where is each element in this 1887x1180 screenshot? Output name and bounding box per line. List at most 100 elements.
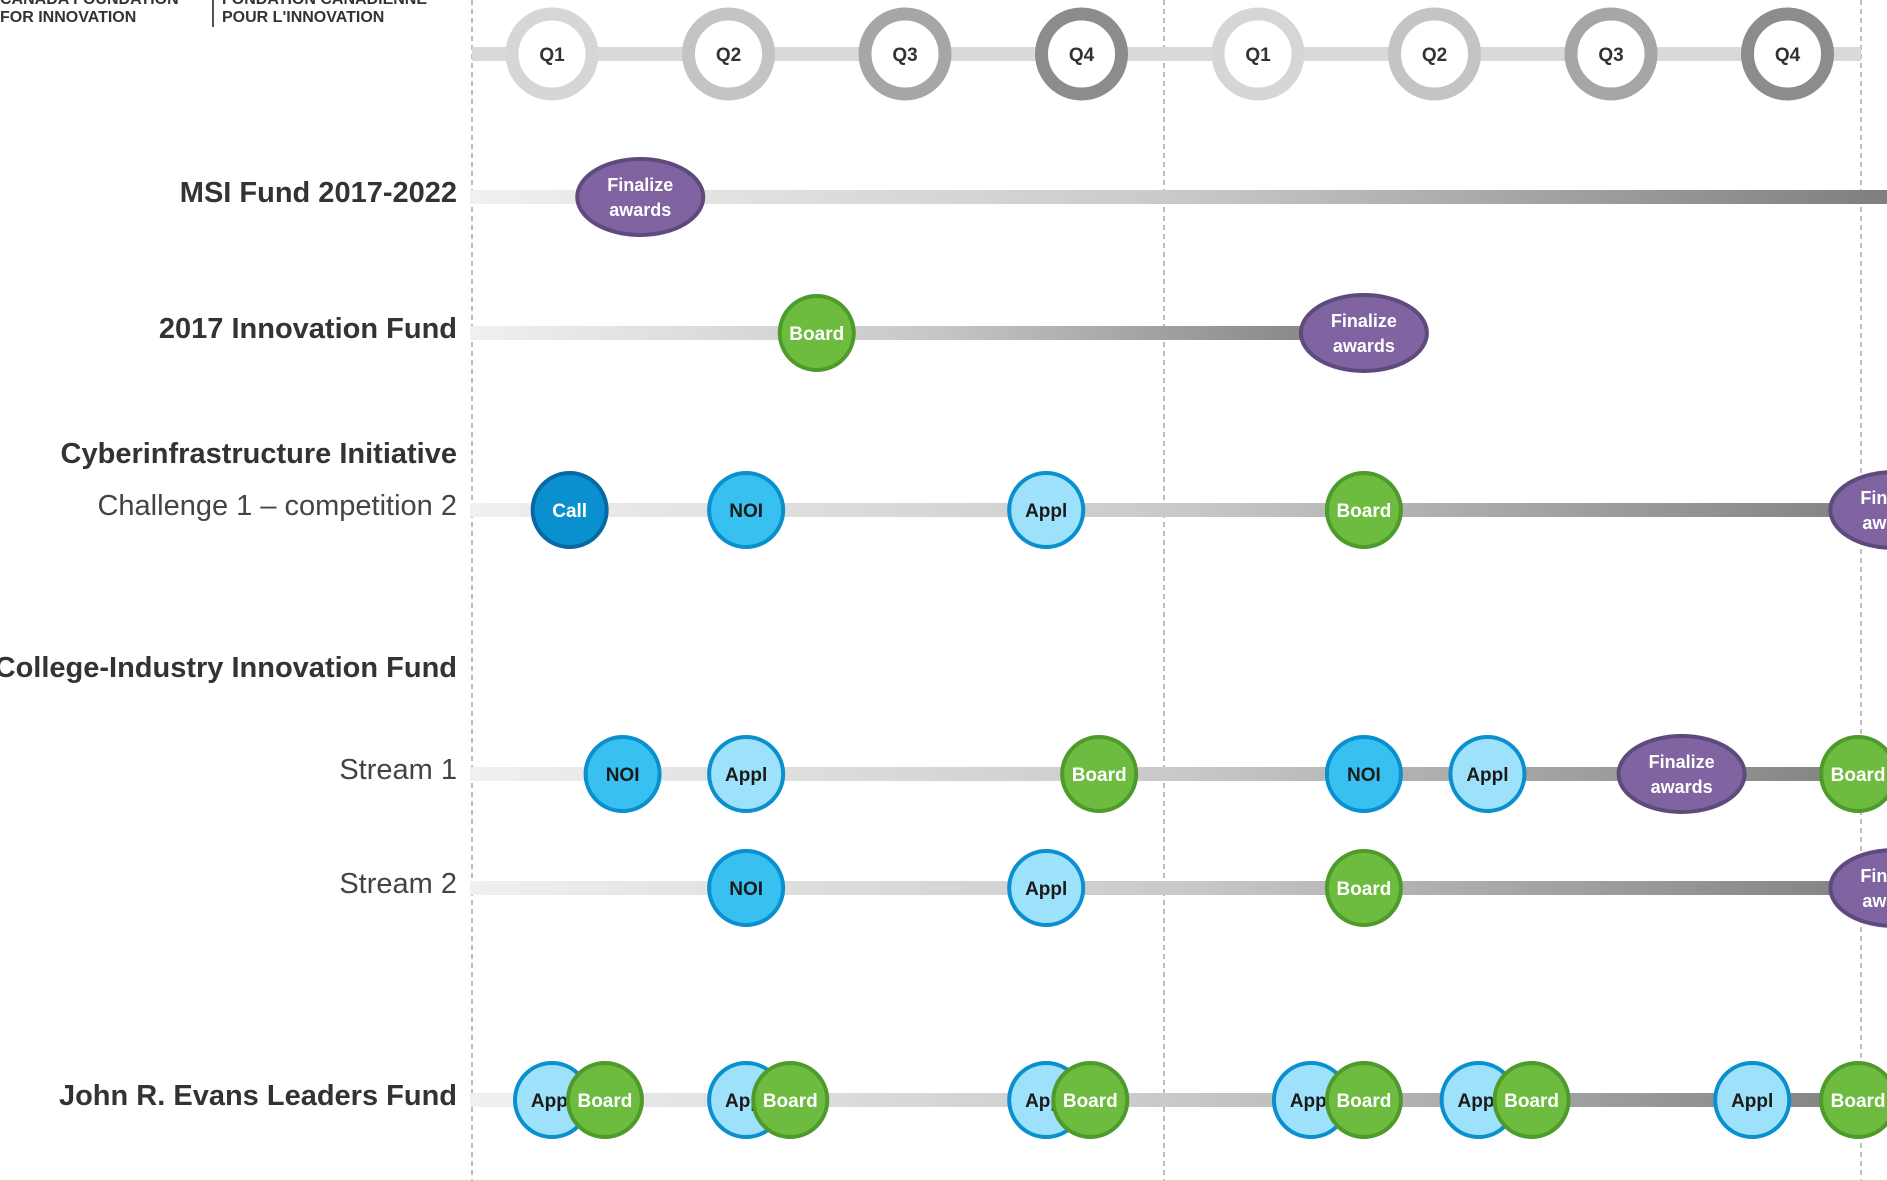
- event-appl: Appl: [1713, 1061, 1792, 1139]
- event-label: Finalize: [1649, 752, 1715, 772]
- event-board: Board: [751, 1061, 830, 1139]
- finalize-shape: [1616, 734, 1747, 814]
- quarter-label: Q3: [892, 45, 917, 66]
- board-shape: [1051, 1061, 1130, 1139]
- noi-shape: [583, 735, 662, 813]
- event-label: Board: [1063, 1091, 1118, 1112]
- board-shape: [1060, 735, 1139, 813]
- event-board: Board: [1819, 735, 1887, 813]
- appl-shape: [1007, 471, 1086, 549]
- quarter-label: Q4: [1775, 45, 1801, 66]
- event-label: Finalize: [1860, 866, 1887, 886]
- event-label: NOI: [1347, 765, 1381, 786]
- logo-text-en: CANADA FOUNDATION FOR INNOVATION: [0, 0, 179, 26]
- event-board: Board: [1324, 1061, 1403, 1139]
- event-board: Board: [777, 294, 856, 372]
- quarter-marker: [1388, 7, 1481, 101]
- event-label: Finalize: [607, 175, 673, 195]
- event-board: Board: [1819, 1061, 1887, 1139]
- event-label: Appl: [1458, 1091, 1500, 1112]
- event-board: Board: [1324, 849, 1403, 927]
- event-label: Appl: [1731, 1091, 1773, 1112]
- event-noi: NOI: [707, 471, 786, 549]
- event-label: Finalize: [1331, 311, 1397, 331]
- row-label-inno2017: 2017 Innovation Fund: [158, 313, 457, 345]
- event-appl: Appl: [1448, 735, 1527, 813]
- quarter-label: Q2: [1422, 45, 1447, 66]
- event-label: Board: [1336, 501, 1391, 522]
- event-label: NOI: [606, 765, 640, 786]
- row-label-stream2: Stream 2: [339, 868, 457, 900]
- appl-shape: [1713, 1061, 1792, 1139]
- event-finalize: Finalize awards: [1298, 293, 1429, 373]
- board-shape: [751, 1061, 830, 1139]
- quarter-marker: [682, 7, 775, 101]
- row-label-cyber: Challenge 1 – competition 2: [97, 490, 457, 522]
- board-shape: [1819, 1061, 1887, 1139]
- finalize-shape: [1298, 293, 1429, 373]
- row-heading-cyber: Cyberinfrastructure Initiative: [60, 438, 457, 470]
- track-stream1: [470, 767, 1887, 781]
- appl-shape: [707, 735, 786, 813]
- event-board: Board: [1324, 471, 1403, 549]
- quarter-marker: [1741, 7, 1834, 101]
- quarter-label: Q2: [716, 45, 741, 66]
- row-label-msi: MSI Fund 2017-2022: [179, 177, 457, 209]
- event-label: Board: [763, 1091, 818, 1112]
- board-shape: [777, 294, 856, 372]
- noi-shape: [707, 849, 786, 927]
- quarter-marker: [1564, 7, 1658, 101]
- event-label: NOI: [729, 879, 763, 900]
- track-cyber: [470, 503, 1887, 517]
- event-board: Board: [1492, 1061, 1571, 1139]
- quarter-label: Q1: [539, 45, 565, 66]
- event-label: Appl: [1466, 765, 1508, 786]
- quarter-label: Q4: [1069, 45, 1095, 66]
- event-label: Board: [1336, 1091, 1391, 1112]
- quarter-marker: [1211, 7, 1305, 101]
- quarter-marker: [858, 7, 952, 101]
- event-board: Board: [565, 1061, 644, 1139]
- event-label: Appl: [1025, 501, 1067, 522]
- event-label: Appl: [1025, 879, 1067, 900]
- event-noi: NOI: [1324, 735, 1403, 813]
- finalize-shape: [1828, 470, 1887, 550]
- event-label: awards: [1651, 777, 1713, 797]
- track-inno2017: [470, 326, 1364, 340]
- event-finalize: Finalize awards: [1616, 734, 1747, 814]
- event-appl: Appl: [707, 735, 786, 813]
- call-shape: [530, 471, 609, 549]
- event-board: Board: [1051, 1061, 1130, 1139]
- event-call: Call: [530, 471, 609, 549]
- board-shape: [1324, 1061, 1403, 1139]
- event-label: Appl: [531, 1091, 573, 1112]
- appl-shape: [1007, 849, 1086, 927]
- quarter-label: Q3: [1598, 45, 1623, 66]
- quarter-marker: [505, 7, 599, 101]
- event-label: Board: [1072, 765, 1127, 786]
- event-noi: NOI: [583, 735, 662, 813]
- row-label-jelf: John R. Evans Leaders Fund: [58, 1080, 457, 1112]
- event-label: Board: [1336, 879, 1391, 900]
- event-appl: Appl: [1007, 849, 1086, 927]
- track-jelf: [470, 1093, 1887, 1107]
- track-msi: [470, 190, 1887, 204]
- quarter-track: [472, 47, 1861, 61]
- appl-shape: [1448, 735, 1527, 813]
- event-label: Board: [1831, 765, 1886, 786]
- board-shape: [1492, 1061, 1571, 1139]
- quarter-label: Q1: [1245, 45, 1271, 66]
- event-label: Board: [1831, 1091, 1886, 1112]
- event-appl: Appl: [513, 1061, 591, 1139]
- event-label: awards: [1862, 513, 1887, 533]
- event-label: awards: [1333, 336, 1395, 356]
- finalize-shape: [575, 157, 706, 237]
- quarter-marker: [1035, 7, 1128, 101]
- event-appl: Appl: [1439, 1061, 1518, 1139]
- event-label: NOI: [729, 501, 763, 522]
